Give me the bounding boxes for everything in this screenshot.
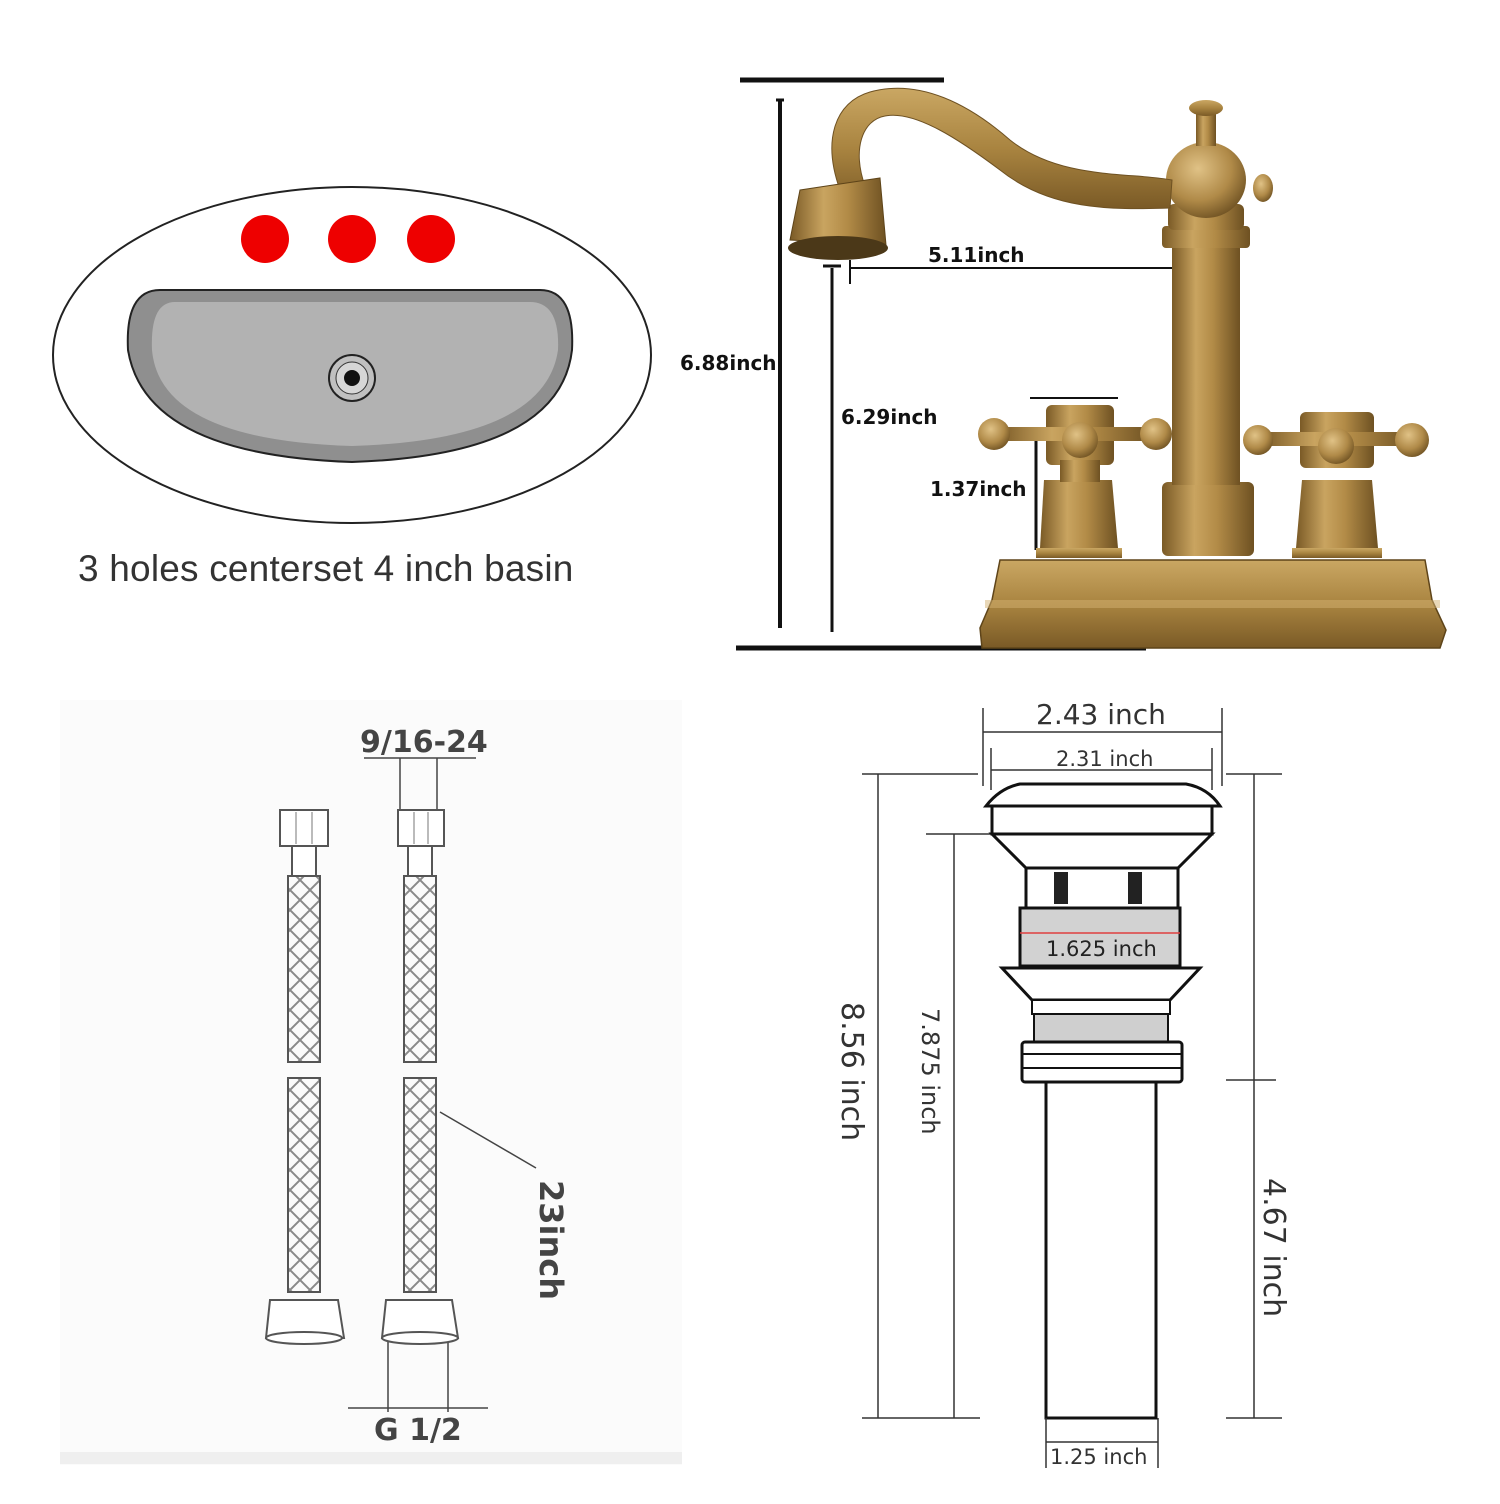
drain-total-height-label: 8.56 inch — [834, 1002, 869, 1141]
hose-bottom-thread-label: G 1/2 — [374, 1413, 462, 1448]
drain-diagram: 2.43 inch 2.31 inch 1.625 inch 8.56 inch… — [834, 698, 1291, 1469]
drain-tail-height-label: 4.67 inch — [1256, 1178, 1291, 1317]
hose-length-label: 23inch — [532, 1180, 570, 1300]
drain-body-diameter-label: 1.625 inch — [1046, 937, 1157, 961]
hose-left — [264, 809, 346, 1345]
basin-caption: 3 holes centerset 4 inch basin — [78, 548, 574, 589]
faucet-hole-right — [407, 215, 455, 263]
drain-tail-diameter-label: 1.25 inch — [1050, 1445, 1147, 1469]
hose-top-thread-label: 9/16-24 — [360, 725, 488, 760]
faucet-spout-height-label: 6.29inch — [841, 405, 938, 429]
drain-cap-diameter-label: 2.43 inch — [1036, 698, 1166, 731]
drain-inner-diameter-label: 2.31 inch — [1056, 747, 1153, 771]
faucet-hole-center — [328, 215, 376, 263]
faucet-overall-height-label: 6.88inch — [680, 351, 777, 375]
faucet-diagram: 6.88inch 5.11inch 6.29inch 1.37inch — [680, 77, 1447, 651]
basin-diagram — [52, 186, 652, 524]
hoses-diagram: 9/16-24 23inch G 1/2 — [60, 700, 682, 1465]
drain-body-height-label: 7.875 inch — [916, 1008, 944, 1135]
faucet-handle-height-label: 1.37inch — [930, 477, 1027, 501]
faucet-spout-reach-label: 5.11inch — [928, 243, 1025, 267]
hose-right — [380, 809, 460, 1345]
faucet-hole-left — [241, 215, 289, 263]
